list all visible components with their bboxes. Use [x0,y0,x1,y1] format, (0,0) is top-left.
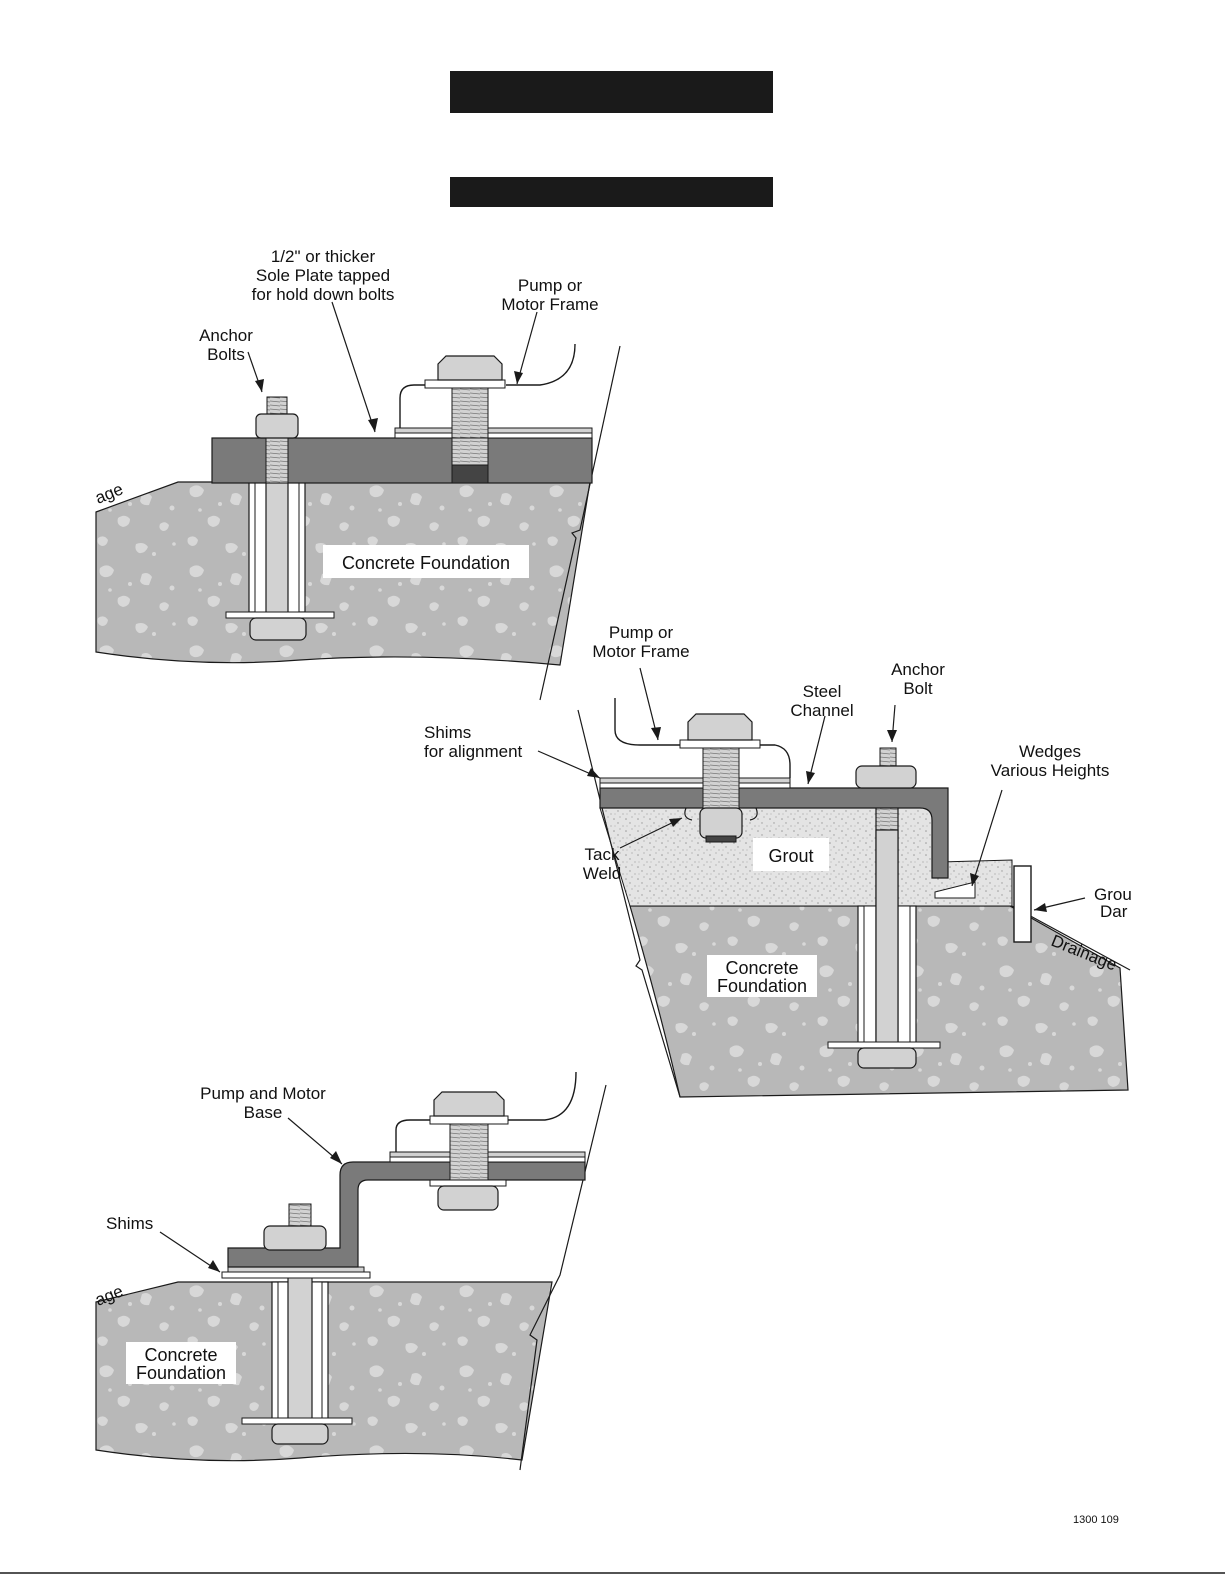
label-concrete-bottom-line1: Concrete [144,1345,217,1365]
label-sole-plate-line1: 1/2" or thicker [271,247,376,266]
header-bar-top [450,71,773,113]
label-concrete-mid-line2: Foundation [717,976,807,996]
label-wedges-line1: Wedges [1019,742,1081,761]
label-concrete-top: Concrete Foundation [342,553,510,573]
header-bar-second [450,177,773,207]
label-tack-line2: Weld [583,864,621,883]
figure-sole-plate: 1/2" or thicker Sole Plate tapped for ho… [92,247,621,701]
label-groutdam-line1: Grou [1094,885,1132,904]
figure-steel-channel: Pump or Motor Frame Steel Channel Anchor… [424,623,1132,1098]
label-box-grout [753,838,829,871]
label-shims-bottom: Shims [106,1214,153,1233]
label-box-concrete-bottom [126,1342,236,1384]
label-base-line2: Base [244,1103,283,1122]
label-anchor-top-line2: Bolts [207,345,245,364]
label-frame-top-line1: Pump or [518,276,583,295]
label-base-line1: Pump and Motor [200,1084,326,1103]
label-anchor-mid-line1: Anchor [891,660,945,679]
figure-code: 1300 109 [1073,1514,1119,1526]
label-frame-mid-line1: Pump or [609,623,674,642]
pump-motor-base [227,1161,586,1268]
label-frame-mid-line2: Motor Frame [592,642,689,661]
label-wedges-line2: Various Heights [991,761,1110,780]
label-groutdam-line2: Dar [1100,902,1128,921]
label-channel-line2: Channel [790,701,853,720]
label-shims-mid-line1: Shims [424,723,471,742]
wedge [934,881,976,899]
label-sole-plate-line2: Sole Plate tapped [256,266,390,285]
grout-dam [1013,865,1032,943]
label-sole-plate-line3: for hold down bolts [252,285,395,304]
label-channel-line1: Steel [803,682,842,701]
label-anchor-mid-line2: Bolt [903,679,933,698]
label-box-concrete-top [323,545,529,578]
steel-channel [599,787,949,879]
label-tack-line1: Tack [585,845,620,864]
label-shims-mid-line2: for alignment [424,742,523,761]
label-frame-top-line2: Motor Frame [501,295,598,314]
label-grout: Grout [768,846,813,866]
label-box-concrete-mid [707,955,817,997]
figure-pump-motor-base: Pump and Motor Base Shims age Concrete F… [92,1071,607,1471]
label-concrete-bottom-line2: Foundation [136,1363,226,1383]
label-concrete-mid-line1: Concrete [725,958,798,978]
label-anchor-top-line1: Anchor [199,326,253,345]
